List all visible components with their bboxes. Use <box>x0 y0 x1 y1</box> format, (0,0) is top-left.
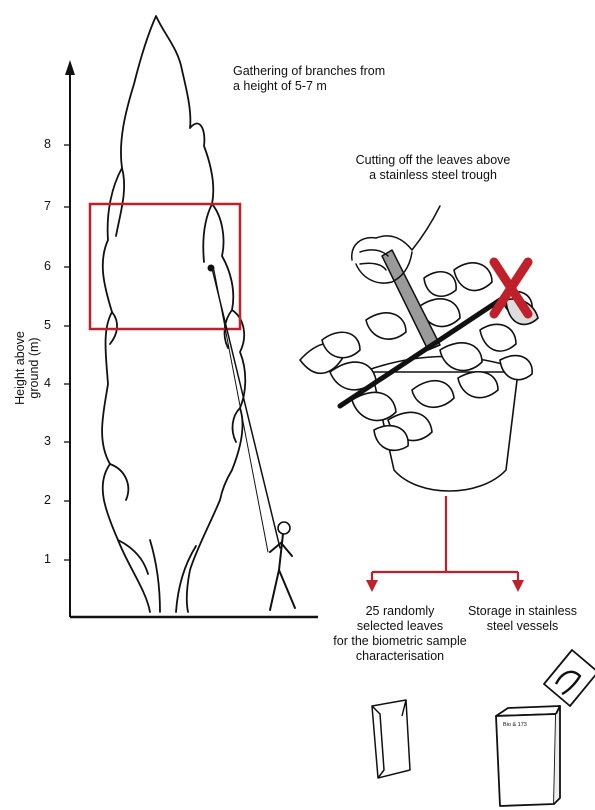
steel-vessel <box>496 706 560 806</box>
cutting-caption: Cutting off the leaves above a stainless… <box>333 153 533 183</box>
paper-bag <box>372 700 410 778</box>
vessel-lid <box>544 650 595 706</box>
y-tick-label: 5 <box>44 318 51 333</box>
y-tick-label: 8 <box>44 137 51 152</box>
y-tick-label: 7 <box>44 199 51 214</box>
sampling-zone-box <box>90 204 240 329</box>
y-axis-label: Height above ground (m) <box>13 313 41 423</box>
y-axis <box>64 60 318 617</box>
y-tick-label: 2 <box>44 493 51 508</box>
y-tick-label: 1 <box>44 552 51 567</box>
y-tick-label: 4 <box>44 376 51 391</box>
flow-arrows <box>366 496 524 592</box>
pruner-person <box>208 265 295 610</box>
vessel-label: Bio & 173 <box>503 722 527 728</box>
gathering-caption: Gathering of branches from a height of 5… <box>233 64 385 94</box>
y-tick-label: 3 <box>44 434 51 449</box>
y-tick-label: 6 <box>44 259 51 274</box>
storage-caption: Storage in stainless steel vessels <box>450 604 595 634</box>
